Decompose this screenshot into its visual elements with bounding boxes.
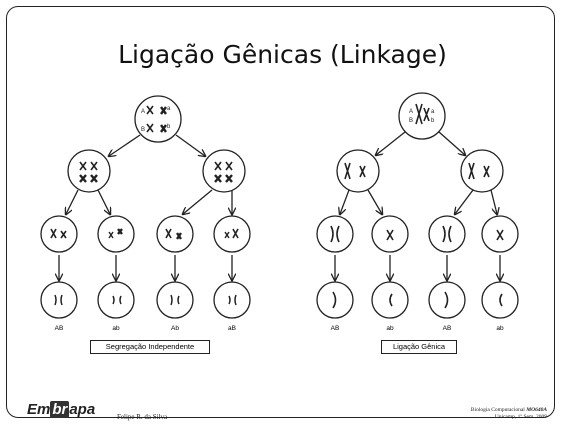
caption-independent-segregation: Segregação Independente <box>90 340 210 354</box>
left-cell-b <box>97 215 135 253</box>
course-name: Biologia Computacional <box>470 407 525 413</box>
leaf-label: ab <box>112 325 120 332</box>
left-parent-cell <box>134 95 182 143</box>
left-cell-a <box>40 215 78 253</box>
left-cell-c <box>156 215 194 253</box>
left-arrow <box>97 189 110 214</box>
right-arrow <box>376 131 406 155</box>
left-cell-l1 <box>67 149 111 193</box>
right-cell-l2 <box>460 149 504 193</box>
leaf-label: Ab <box>171 325 179 332</box>
leaf-label: ab <box>386 325 394 332</box>
left-gamete-1 <box>40 281 78 319</box>
left-gamete-4 <box>213 281 251 319</box>
right-arrow <box>438 131 465 155</box>
left-arrow <box>175 134 205 156</box>
course-code: MO640A <box>526 407 547 413</box>
slide-title: Ligação Gênicas (Linkage) <box>118 40 447 69</box>
right-gamete-3 <box>428 281 466 319</box>
right-cell-a <box>316 215 354 253</box>
allele-A: A <box>409 109 413 115</box>
allele-B: B <box>141 127 145 133</box>
right-gamete-1 <box>316 281 354 319</box>
allele-a: a <box>167 106 171 112</box>
right-arrow <box>455 189 474 214</box>
allele-b: b <box>431 118 435 124</box>
course-term: Unicamp, 1º Sem. 2009 <box>494 414 547 420</box>
left-gamete-2 <box>97 281 135 319</box>
left-arrow <box>66 189 79 214</box>
right-cell-c <box>428 215 466 253</box>
allele-b: b <box>167 124 171 130</box>
right-cell-b <box>371 215 409 253</box>
left-gamete-3 <box>156 281 194 319</box>
right-gamete-4 <box>481 281 519 319</box>
left-cell-l2 <box>202 149 246 193</box>
left-arrow <box>109 134 141 156</box>
author-name: Felipe R. da Silva <box>117 413 168 421</box>
right-arrow <box>490 189 497 214</box>
right-gamete-2 <box>371 281 409 319</box>
leaf-label: AB <box>54 325 64 332</box>
right-parent-cell <box>398 92 446 140</box>
right-cell-l1 <box>336 149 380 193</box>
right-cell-d <box>481 215 519 253</box>
right-arrow <box>367 189 382 214</box>
leaf-label: ab <box>496 325 504 332</box>
course-info: Biologia Computacional MO640A Unicamp, 1… <box>471 407 547 421</box>
allele-A: A <box>141 109 145 115</box>
caption-gene-linkage: Ligação Gênica <box>381 340 457 354</box>
allele-a: a <box>431 109 435 115</box>
leaf-label: AB <box>442 325 452 332</box>
leaf-label: AB <box>330 325 340 332</box>
left-arrow <box>183 189 213 214</box>
allele-B: B <box>409 118 413 124</box>
leaf-label: aB <box>228 325 236 332</box>
right-arrow <box>340 189 350 214</box>
left-cell-d <box>213 215 251 253</box>
